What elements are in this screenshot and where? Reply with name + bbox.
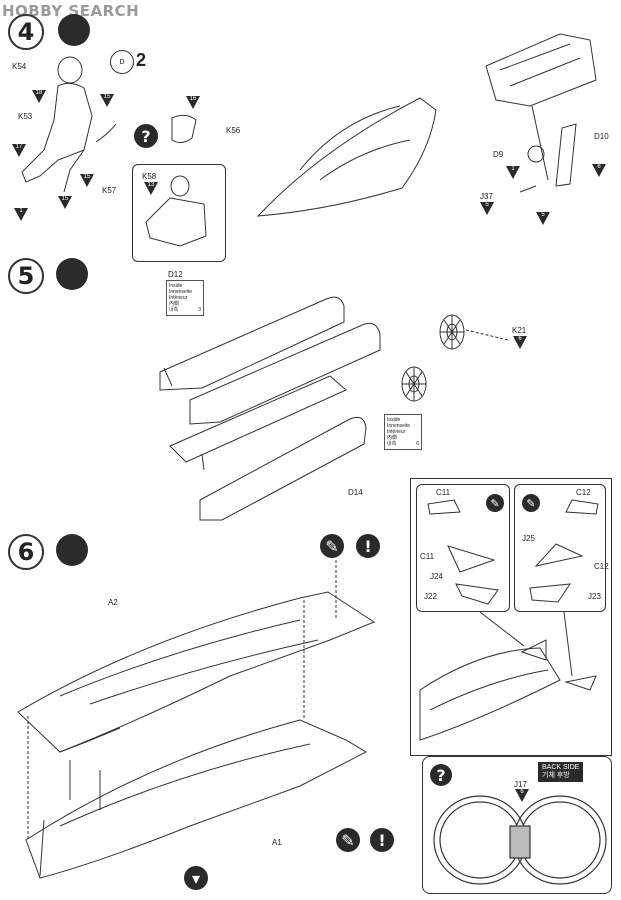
callout-triangle: 13 [144, 182, 158, 195]
callout-triangle: 15 [100, 94, 114, 107]
part-label-d10: D10 [594, 132, 609, 141]
back-side-label: BACK SIDE 기체 후방 [538, 762, 584, 782]
part-label-d14: D14 [348, 488, 363, 497]
part-label-c11-b: C11 [420, 552, 435, 561]
fuselage-upper [17, 591, 376, 753]
part-label-k54: K54 [12, 62, 27, 71]
step-6-number: 6 [8, 534, 44, 570]
part-label-a2: A2 [108, 598, 118, 607]
paint-code: 3 [198, 307, 201, 313]
knife-icon: ✎ [522, 494, 540, 512]
part-label-a1: A1 [272, 838, 282, 847]
assembly-guides [27, 560, 337, 840]
exhaust-back-view [433, 795, 607, 885]
cockpit-tub [485, 33, 597, 193]
pilot-variant-icon: D [110, 50, 134, 74]
inset-parts-drawing [419, 499, 599, 741]
step-4-number: 4 [8, 14, 44, 50]
part-label-j37: J37 [480, 192, 493, 201]
callout-triangle: 16 [186, 96, 200, 109]
callout-triangle: 15 [80, 174, 94, 187]
part-label-j25: J25 [522, 534, 535, 543]
pilot-seated-detail [145, 175, 207, 247]
part-label-c12-b: C12 [594, 562, 609, 571]
question-icon: ? [430, 764, 452, 786]
part-label-j23: J23 [588, 592, 601, 601]
callout-triangle: 6 [513, 336, 527, 349]
pilot-variant-count: 2 [136, 50, 147, 70]
cement-icon [56, 534, 88, 566]
part-label-k53: K53 [18, 112, 33, 121]
part-label-k58: K58 [142, 172, 157, 181]
part-label-d12: D12 [168, 270, 183, 279]
part-label-c11: C11 [436, 488, 451, 497]
part-label-c12: C12 [576, 488, 591, 497]
watermark: HOBBY SEARCH [2, 2, 140, 20]
callout-triangle: 17 [12, 144, 26, 157]
paint-code: 6 [416, 441, 419, 447]
pilot-detail-box [132, 164, 226, 262]
cement-icon [58, 14, 90, 46]
part-label-j17: J17 [514, 780, 527, 789]
part-label-j24: J24 [430, 572, 443, 581]
pilot-figure [21, 56, 197, 193]
callout-triangle: 1 [506, 166, 520, 179]
callout-triangle: 6 [592, 164, 606, 177]
nose-section [256, 97, 437, 217]
compressor-face [401, 314, 509, 402]
step-5-number: 5 [8, 258, 44, 294]
part-label-k56: K56 [226, 126, 241, 135]
fuselage-lower [25, 719, 368, 879]
tool-icon: ▾ [184, 866, 208, 890]
intake-ducts [159, 296, 381, 521]
question-icon: ? [134, 124, 158, 148]
callout-triangle: 5 [480, 202, 494, 215]
callout-triangle: 1 [14, 208, 28, 221]
part-label-j22: J22 [424, 592, 437, 601]
cement-icon [56, 258, 88, 290]
knife-icon: ✎ [486, 494, 504, 512]
part-label-k21: K21 [512, 326, 527, 335]
caution-icon: ! [356, 534, 380, 558]
callout-triangle: 15 [58, 196, 72, 209]
knife-icon: ✎ [320, 534, 344, 558]
callout-triangle: 6 [515, 789, 529, 802]
part-label-k57: K57 [102, 186, 117, 195]
part-label-d9: D9 [493, 150, 504, 159]
caution-icon: ! [370, 828, 394, 852]
knife-icon: ✎ [336, 828, 360, 852]
callout-triangle: 5 [536, 212, 550, 225]
callout-triangle: 18 [32, 90, 46, 103]
